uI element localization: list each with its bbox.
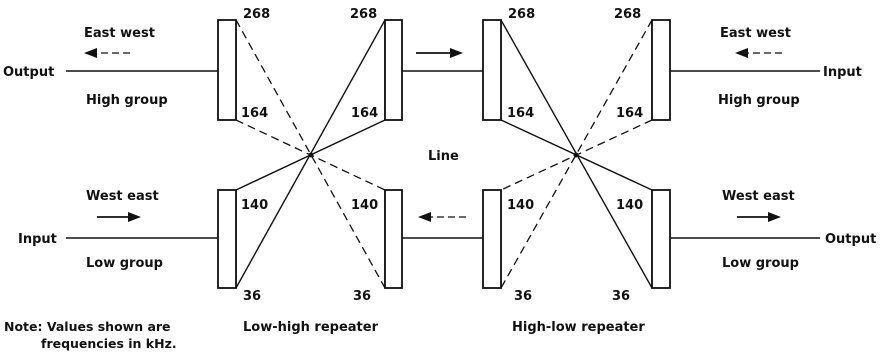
filter-box [482, 19, 502, 121]
note-line-2: frequencies in kHz. [41, 336, 177, 351]
freq-label: 268 [350, 7, 377, 22]
arrow-right-icon [737, 212, 781, 222]
filter-box [217, 19, 237, 121]
high-group-label: High group [86, 93, 168, 108]
arrow-left-dashed-icon [735, 48, 782, 58]
high-low-repeater-label: High-low repeater [512, 320, 645, 335]
freq-label: 36 [353, 289, 371, 304]
low-group-label: Low group [86, 256, 163, 271]
filter-box [482, 189, 502, 289]
freq-label: 140 [241, 198, 268, 213]
junction-dot [573, 152, 579, 158]
filter-box [651, 19, 671, 121]
arrow-right-icon [97, 212, 141, 222]
freq-label: 36 [612, 289, 630, 304]
input-label-bottom: Input [18, 232, 57, 247]
filter-box [217, 189, 237, 289]
low-high-repeater-label: Low-high repeater [243, 320, 379, 335]
arrow-left-dashed-icon [418, 212, 466, 222]
output-label-top: Output [3, 65, 54, 80]
note-line-1: Note: Values shown are [4, 319, 171, 334]
filter-box [384, 189, 403, 289]
freq-label: 268 [243, 7, 270, 22]
arrow-right-icon [416, 48, 463, 58]
freq-label: 164 [616, 106, 643, 121]
filter-box [384, 19, 403, 121]
freq-label: 268 [614, 7, 641, 22]
east-west-label: East west [84, 26, 155, 41]
junction-dot [308, 152, 314, 158]
freq-label: 268 [508, 7, 535, 22]
line-label: Line [428, 149, 459, 164]
output-label-bottom: Output [825, 232, 876, 247]
freq-label: 164 [351, 106, 378, 121]
freq-label: 140 [616, 198, 643, 213]
east-west-label: East west [720, 26, 791, 41]
west-east-label: West east [86, 189, 159, 204]
filter-box [651, 189, 671, 289]
freq-label: 164 [507, 106, 534, 121]
freq-label: 140 [507, 198, 534, 213]
freq-label: 36 [514, 289, 532, 304]
freq-label: 164 [241, 106, 268, 121]
freq-label: 36 [243, 289, 261, 304]
low-group-label: Low group [722, 256, 799, 271]
high-group-label: High group [718, 93, 800, 108]
input-label-top: Input [823, 65, 862, 80]
west-east-label: West east [722, 189, 795, 204]
freq-label: 140 [351, 198, 378, 213]
arrow-left-dashed-icon [84, 48, 130, 58]
